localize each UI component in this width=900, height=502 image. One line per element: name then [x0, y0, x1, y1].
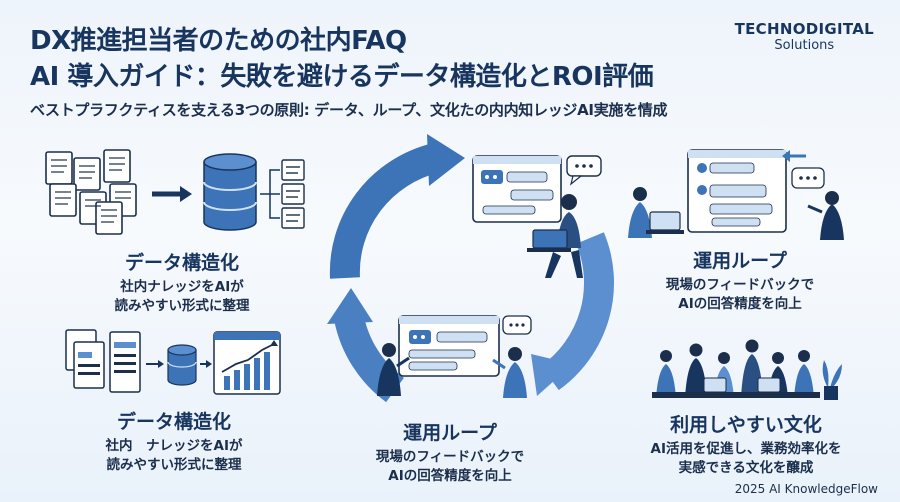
laptop-icon: [646, 211, 684, 234]
cycle-arrow: [329, 134, 465, 279]
card-title: 運用ループ: [403, 422, 497, 444]
person-icon: [794, 350, 814, 398]
document-stack-icon: [65, 329, 141, 393]
chat-bubble-icon: [502, 315, 532, 335]
person-icon: [377, 343, 410, 396]
person-icon: [656, 350, 676, 398]
potted-plant-icon: [822, 360, 842, 400]
card-description-line2: AIの回答精度を向上: [388, 468, 512, 484]
laptop-icon: [703, 377, 781, 393]
arrow-right-icon: [152, 186, 192, 202]
data-structuring-illustration-bottom: [65, 329, 281, 395]
person-icon: [685, 343, 707, 398]
page-subtitle: ベストプラフクティスを支える3つの原則: データ、ループ、文化たの内内知レッジA…: [30, 101, 668, 119]
brand-logo: TECHNODIGITAL Solutions: [735, 20, 874, 53]
card-title: データ構造化: [124, 252, 239, 274]
branch-lines: [260, 169, 280, 219]
cycle-arrow: [531, 232, 614, 396]
chat-bubble-icon: [566, 155, 602, 186]
page-title-line2: AI 導入ガイド：失敗を避けるデータ構造化とROI評価: [30, 62, 654, 92]
chat-window: [398, 315, 500, 377]
card-title: 利用しやすい文化: [670, 414, 822, 436]
card-culture: 利用しやすい文化 AI活用を促進し、業務効率化を 実感できる文化を醸成: [626, 410, 866, 478]
card-title: 運用ループ: [693, 250, 787, 272]
chat-window: [687, 149, 787, 233]
card-description-line1: 社内ナレッジをAIが: [120, 279, 244, 295]
database-icon: [167, 344, 197, 386]
chat-window: [472, 155, 562, 223]
card-description-line1: 社内 ナレッジをAIが: [105, 438, 243, 454]
operation-loop-illustration: [628, 149, 844, 240]
operation-loop-cycle-diagram: [327, 134, 614, 403]
card-description-line2: 読みやすい形式に整理: [114, 298, 250, 314]
data-structuring-illustration-top: [45, 149, 305, 235]
document-stack-icon: [281, 159, 305, 229]
arrow-left-icon: [782, 150, 806, 162]
card-title: データ構造化: [116, 411, 231, 433]
card-operation-loop-center: 運用ループ 現場のフィードバックで AIの回答精度を向上: [340, 418, 560, 486]
card-description-line2: AIの回答精度を向上: [678, 296, 802, 312]
arrow-right-icon: [146, 360, 164, 368]
card-description-line2: 読みやすい形式に整理: [106, 457, 242, 473]
database-icon: [203, 153, 257, 231]
desk: [652, 392, 820, 398]
card-data-structuring-top: データ構造化 社内ナレッジをAIが 読みやすい形式に整理: [72, 248, 292, 316]
brand-sub: Solutions: [774, 38, 835, 53]
chat-bubble-icon: [791, 167, 825, 189]
team-culture-illustration: [652, 339, 842, 400]
card-operation-loop-right: 運用ループ 現場のフィードバックで AIの回答精度を向上: [630, 246, 850, 314]
footer-credit: 2025 AI KnowledgeFlow: [734, 482, 878, 496]
arrow-right-icon: [200, 360, 212, 368]
person-icon: [492, 347, 527, 398]
card-description-line2: 実感できる文化を醸成: [678, 460, 814, 476]
brand-name: TECHNODIGITAL: [734, 20, 874, 38]
person-icon: [807, 191, 844, 240]
card-description-line1: 現場のフィードバックで: [375, 449, 525, 465]
page-title-line1: DX推進担当者のための社内FAQ: [30, 26, 407, 56]
person-icon: [628, 187, 652, 238]
card-description-line1: AI活用を促進し、業務効率化を: [650, 441, 842, 457]
card-data-structuring-bottom: データ構造化 社内 ナレッジをAIが 読みやすい形式に整理: [64, 407, 284, 475]
bar-chart-icon: [213, 331, 281, 395]
card-description-line1: 現場のフィードバックで: [665, 277, 815, 293]
laptop-icon: [527, 229, 571, 252]
document-stack-icon: [45, 149, 137, 235]
